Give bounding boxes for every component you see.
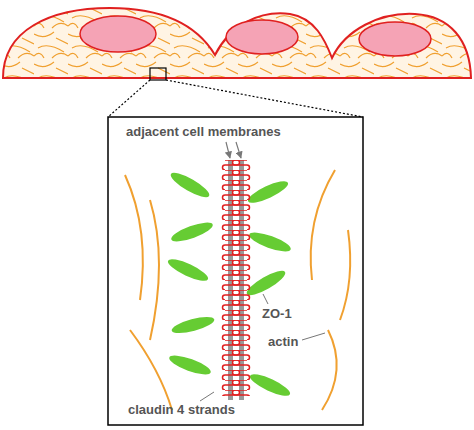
actin-label: actin xyxy=(268,334,298,349)
membrane-label: adjacent cell membranes xyxy=(126,124,281,139)
zo1-label: ZO-1 xyxy=(262,306,292,321)
claudin-label: claudin 4 strands xyxy=(128,402,235,417)
